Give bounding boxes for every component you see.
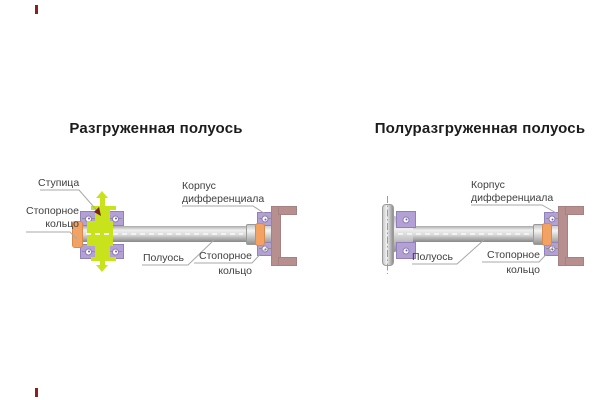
hub-bottom-flange: [91, 257, 116, 261]
left-diff-housing-wall: [271, 206, 281, 266]
left-ring2-label-line1: Стопорное: [199, 250, 252, 262]
left-ring2-label-line2: кольцо: [218, 265, 252, 277]
left-ring-label-line1: Стопорное: [26, 205, 79, 217]
right-diff-housing-wall: [558, 206, 568, 266]
right-diagram-title: Полуразгруженная полуось: [374, 120, 586, 137]
right-axle-label: Полуось: [412, 251, 453, 263]
force-arrow-down-icon: [96, 265, 108, 272]
left-housing-label-line2: дифференциала: [182, 193, 265, 205]
force-arrow-bottom-stem: [100, 260, 105, 267]
right-ring-label-line2: кольцо: [506, 264, 540, 276]
bearing-roller-icon: [548, 245, 556, 253]
left-diff-housing-arm-bottom: [278, 257, 297, 266]
left-axle-label: Полуось: [143, 252, 184, 264]
left-diff-housing-arm-top: [278, 206, 297, 215]
bearing-roller-icon: [402, 216, 410, 223]
right-diff-housing-arm-top: [565, 206, 584, 215]
wheel-flange: [382, 204, 394, 266]
force-arrow-up-icon: [96, 191, 108, 198]
right-ring-label-line1: Стопорное: [487, 249, 540, 261]
right-diff-retaining-ring: [542, 223, 552, 246]
crop-mark-top: [35, 5, 38, 14]
bearing-roller-icon: [261, 245, 269, 253]
bearing-roller-icon: [402, 247, 410, 254]
left-diff-retaining-ring: [255, 223, 265, 246]
crop-mark-bottom: [35, 388, 38, 397]
left-ring-label-line2: кольцо: [45, 218, 79, 230]
bearing-roller-icon: [548, 215, 556, 223]
left-diagram-title: Разгруженная полуось: [69, 120, 243, 137]
left-housing-label-line1: Корпус: [182, 180, 216, 192]
right-housing-label-line1: Корпус: [471, 179, 505, 191]
hub-top-flange: [91, 206, 116, 210]
bearing-roller-icon: [85, 248, 92, 255]
right-axle-shaft: [392, 226, 537, 242]
hub-body: [87, 221, 113, 246]
left-ring-leader-line: [26, 231, 78, 240]
bearing-roller-icon: [261, 215, 269, 223]
hub-label: Ступица: [38, 177, 80, 189]
right-wheel-bearing-top: [396, 211, 416, 228]
bearing-roller-icon: [112, 215, 119, 222]
force-arrow-top-stem: [100, 198, 105, 207]
right-diff-housing-arm-bottom: [565, 257, 584, 266]
right-housing-label-line2: дифференциала: [471, 192, 554, 204]
bearing-roller-icon: [112, 248, 119, 255]
